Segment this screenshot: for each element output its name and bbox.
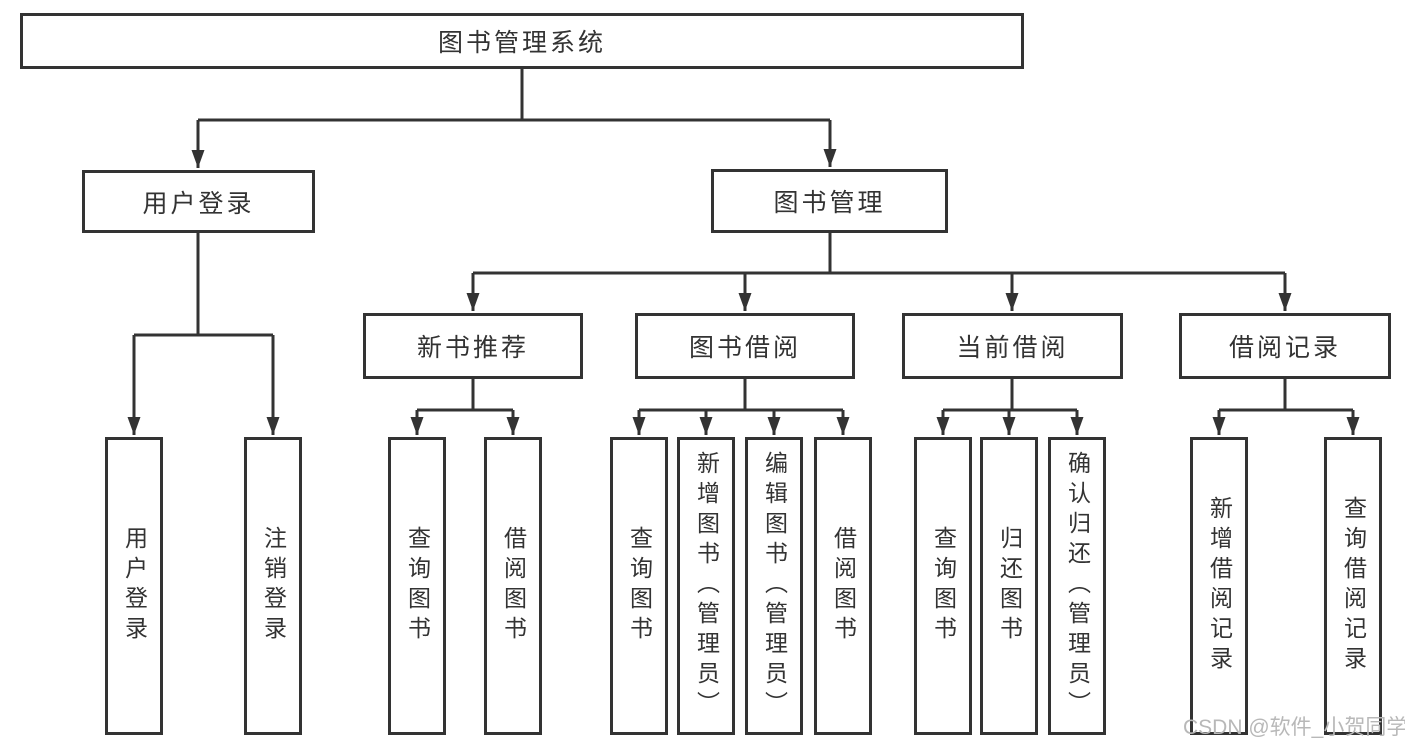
leaf-return-book-label: 归还图书 — [996, 526, 1023, 646]
node-book-management-label: 图书管理 — [773, 189, 886, 217]
leaf-user-login-label: 用户登录 — [121, 526, 148, 646]
leaf-borrow-books-recommend: 借阅图书 — [484, 437, 542, 735]
node-book-management-branch: 图书管理 — [711, 169, 948, 233]
node-book-borrowing: 图书借阅 — [635, 313, 855, 379]
leaf-query-books-current-label: 查询图书 — [930, 526, 957, 646]
leaf-confirm-return-admin: 确认归还（管理员） — [1048, 437, 1106, 735]
node-current-borrowing: 当前借阅 — [902, 313, 1123, 379]
leaf-query-borrow-record: 查询借阅记录 — [1324, 437, 1382, 735]
leaf-borrow-books-recommend-label: 借阅图书 — [500, 526, 527, 646]
arrow-drops — [127, 120, 1360, 435]
leaf-query-books-recommend-label: 查询图书 — [404, 526, 431, 646]
leaf-user-login: 用户登录 — [105, 437, 163, 735]
leaf-query-books-borrowing: 查询图书 — [610, 437, 668, 735]
node-new-book-recommend: 新书推荐 — [363, 313, 583, 379]
leaf-return-book: 归还图书 — [980, 437, 1038, 735]
leaf-edit-book-admin-label: 编辑图书（管理员） — [761, 451, 788, 721]
leaf-edit-book-admin: 编辑图书（管理员） — [745, 437, 803, 735]
node-book-borrowing-label: 图书借阅 — [688, 334, 801, 362]
leaf-logout-label: 注销登录 — [260, 526, 287, 646]
leaf-query-books-current: 查询图书 — [914, 437, 972, 735]
leaf-add-book-admin: 新增图书（管理员） — [677, 437, 735, 735]
node-new-book-recommend-label: 新书推荐 — [416, 334, 529, 362]
leaf-add-borrow-record: 新增借阅记录 — [1190, 437, 1248, 735]
node-root-label: 图书管理系统 — [437, 29, 606, 57]
node-user-login-branch: 用户登录 — [82, 170, 315, 233]
node-user-login-label: 用户登录 — [142, 189, 255, 218]
leaf-query-borrow-record-label: 查询借阅记录 — [1340, 496, 1367, 676]
leaf-borrow-books-borrowing: 借阅图书 — [814, 437, 872, 735]
node-current-borrowing-label: 当前借阅 — [956, 334, 1069, 362]
leaf-query-books-borrowing-label: 查询图书 — [626, 526, 653, 646]
node-borrowing-records-label: 借阅记录 — [1228, 334, 1341, 362]
csdn-watermark: CSDN @软件_小贺同学 — [1183, 716, 1405, 739]
trunk-lines — [134, 69, 1353, 412]
node-root-library-system: 图书管理系统 — [20, 13, 1024, 69]
leaf-add-borrow-record-label: 新增借阅记录 — [1206, 496, 1233, 676]
leaf-borrow-books-borrowing-label: 借阅图书 — [830, 526, 857, 646]
leaf-query-books-recommend: 查询图书 — [388, 437, 446, 735]
leaf-confirm-return-admin-label: 确认归还（管理员） — [1064, 451, 1091, 721]
node-borrowing-records: 借阅记录 — [1179, 313, 1391, 379]
leaf-add-book-admin-label: 新增图书（管理员） — [693, 451, 720, 721]
leaf-logout: 注销登录 — [244, 437, 302, 735]
